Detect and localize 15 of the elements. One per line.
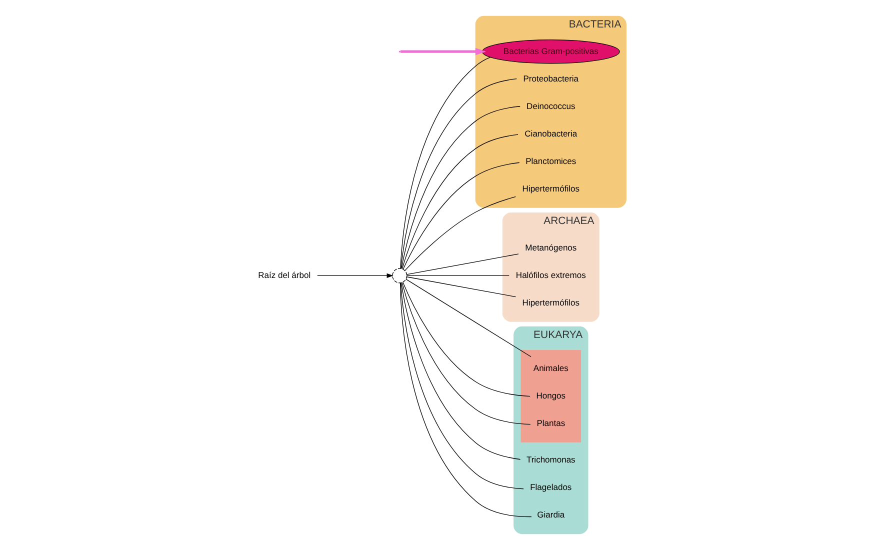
node-text: Raíz del árbol [258,270,311,280]
node-text: Cianobacteria [524,128,578,138]
node-text: Flagelados [530,482,572,492]
node-text: Trichomonas [526,454,576,465]
node-text: Hipertermófilos [522,297,580,308]
node-text: Hongos [536,390,566,400]
node-text: Giardia [537,510,565,520]
node-text: Proteobacteria [523,73,579,84]
node-text: Metanógenos [525,242,577,252]
node-text: Planctomices [526,156,576,166]
node-text: Deinococcus [526,100,576,111]
node-text: Halófilos extremos [516,270,586,280]
node-text: Animales [533,362,568,373]
node-text: Hipertermófilos [522,183,580,194]
node-text: Plantas [536,418,566,428]
